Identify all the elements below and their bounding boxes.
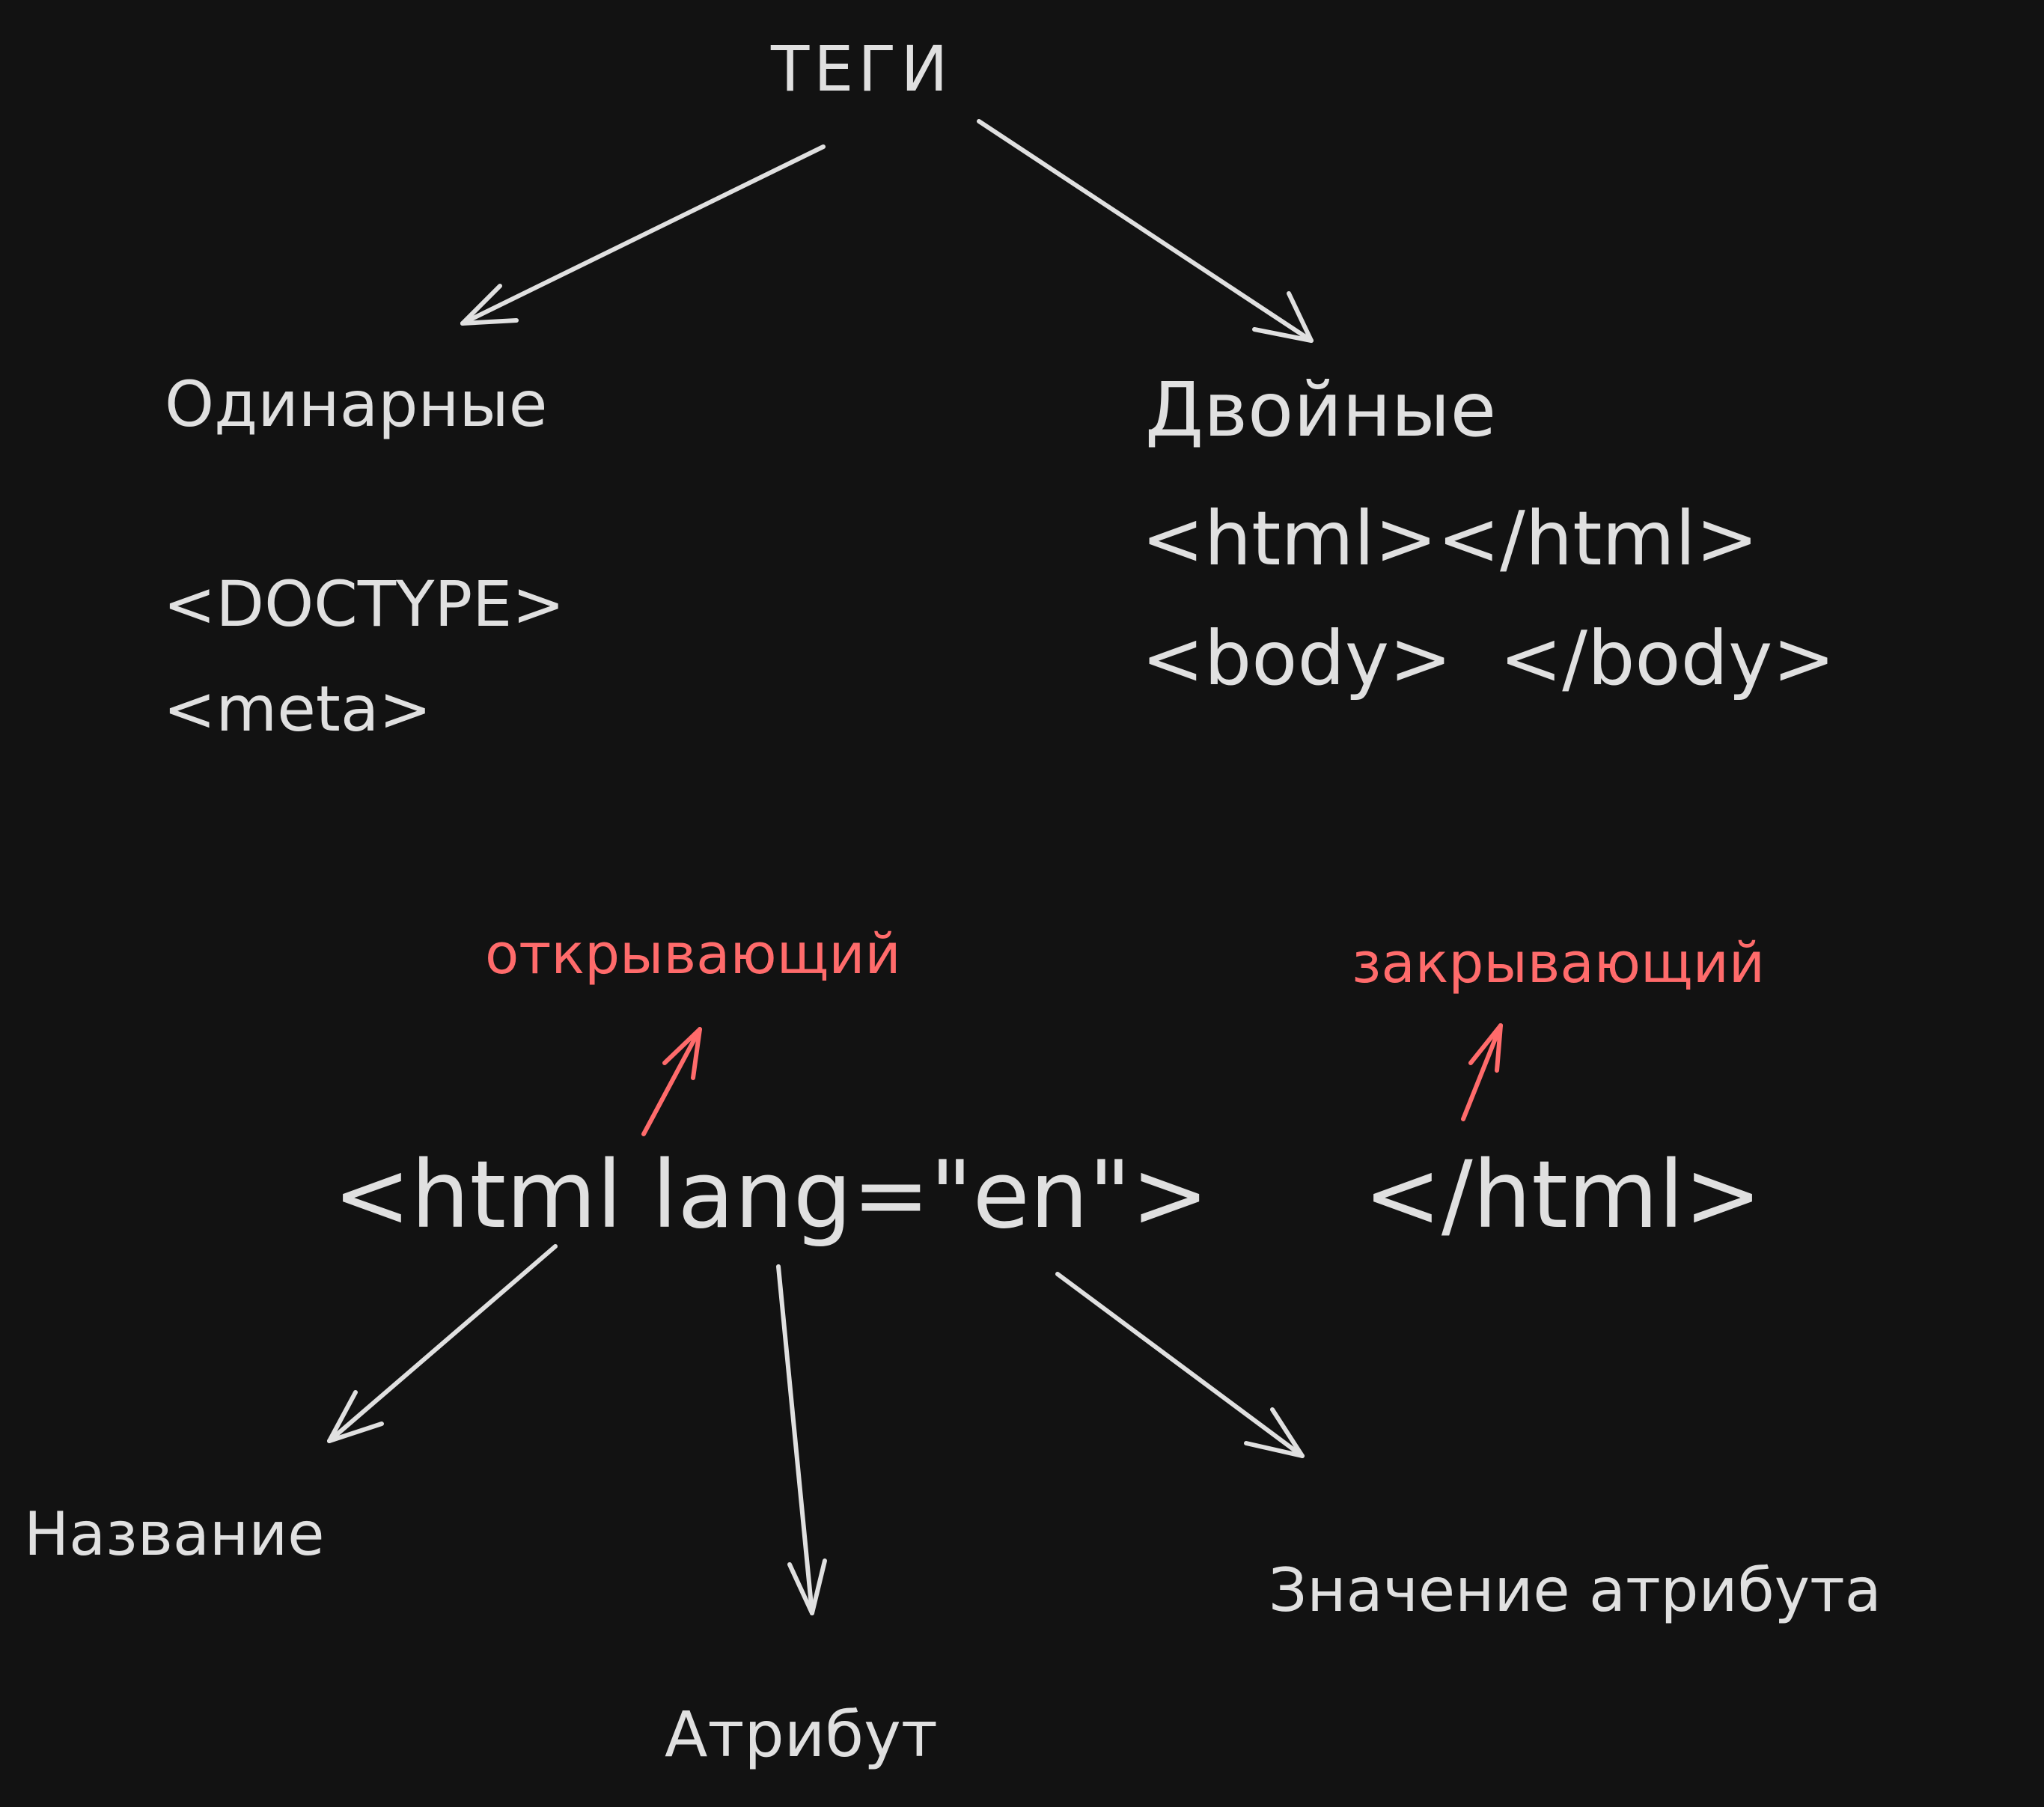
closing-tag-label: закрывающий bbox=[1352, 931, 1765, 996]
attribute-value-label: Значение атрибута bbox=[1269, 1555, 1882, 1625]
arrow-to-attribute bbox=[776, 1264, 827, 1615]
name-label: Название bbox=[24, 1499, 325, 1569]
single-example-doctype: <DOCTYPE> bbox=[163, 567, 565, 641]
attribute-label: Атрибут bbox=[665, 1698, 938, 1771]
closing-tag-example: </html> bbox=[1364, 1142, 1763, 1249]
arrow-closing-label bbox=[1461, 1023, 1503, 1121]
arrow-to-value bbox=[1055, 1272, 1305, 1458]
double-heading: Двойные bbox=[1145, 366, 1497, 454]
arrow-to-name bbox=[327, 1244, 558, 1443]
opening-tag-label: открывающий bbox=[485, 922, 901, 987]
single-heading: Одинарные bbox=[165, 368, 548, 441]
single-example-meta: <meta> bbox=[163, 672, 432, 746]
double-example-body: <body> </body> bbox=[1141, 615, 1836, 702]
arrow-opening-label bbox=[641, 1027, 702, 1136]
root-label: ТЕГИ bbox=[771, 32, 953, 106]
arrow-root-to-single bbox=[460, 144, 826, 326]
arrow-root-to-double bbox=[977, 119, 1314, 343]
double-example-html: <html></html> bbox=[1141, 495, 1759, 582]
opening-tag-example: <html lang="en"> bbox=[333, 1142, 1209, 1249]
